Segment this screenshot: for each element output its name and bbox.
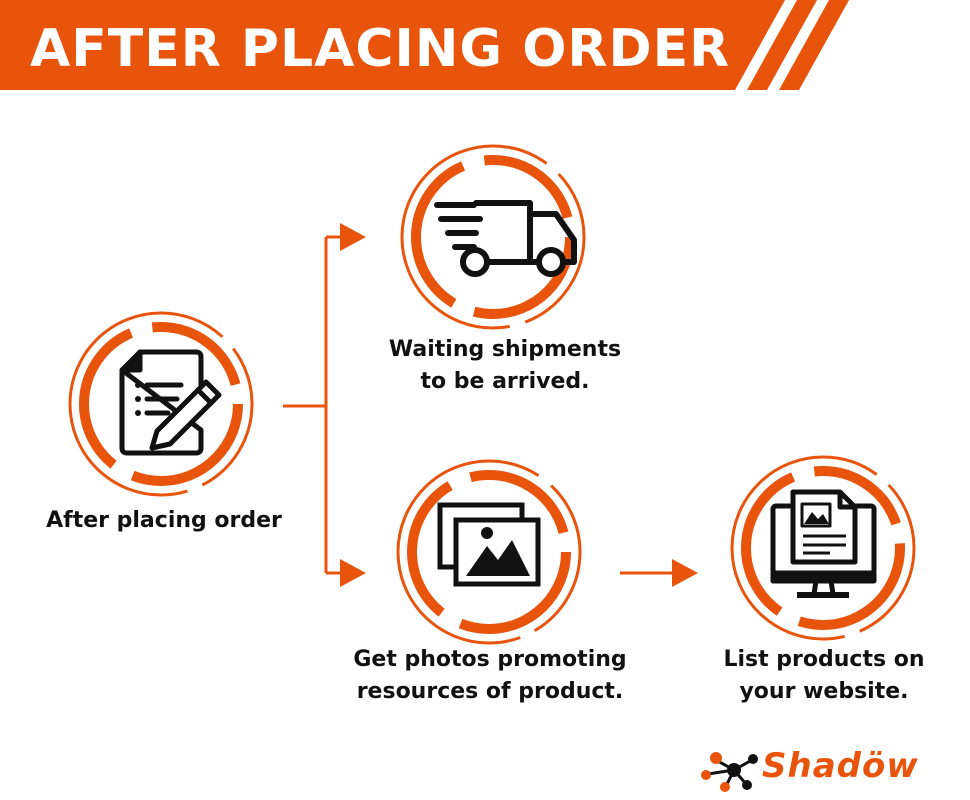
step-3-label-line-1: Get photos promoting [353, 647, 627, 672]
step-1-label-line: After placing order [46, 508, 282, 533]
molecule-logo-icon [701, 752, 758, 792]
step-3-label-line-2: resources of product. [356, 679, 624, 704]
arrow-to-shipments [340, 223, 366, 251]
step-3-label: Get photos promoting resources of produc… [330, 644, 650, 708]
step-4-label-line-1: List products on [723, 647, 925, 672]
step-4-label-line-2: your website. [739, 679, 909, 704]
step-2-label-line-2: to be arrived. [420, 369, 590, 394]
arrow-to-website [672, 559, 698, 587]
step-1-circle [68, 311, 254, 497]
banner-stripe [779, 0, 849, 90]
brand-logo-text: Shadöw [762, 746, 919, 786]
document-pencil-icon [119, 349, 222, 456]
step-3-circle [396, 459, 582, 645]
header-banner [0, 0, 849, 90]
step-4-label: List products on your website. [700, 644, 948, 708]
banner-stripe [747, 0, 817, 90]
step-2-circle [400, 144, 586, 330]
step-2-label-line-1: Waiting shipments [388, 337, 622, 362]
connector-lines [283, 235, 674, 575]
photo-gallery-icon [437, 502, 541, 587]
arrow-to-photos [340, 559, 366, 587]
delivery-truck-icon [434, 200, 577, 277]
step-2-label: Waiting shipments to be arrived. [355, 334, 655, 398]
monitor-website-icon [770, 489, 877, 598]
step-1-label: After placing order [30, 505, 298, 537]
step-4-circle [730, 455, 916, 641]
page-title: AFTER PLACING ORDER [30, 19, 731, 79]
